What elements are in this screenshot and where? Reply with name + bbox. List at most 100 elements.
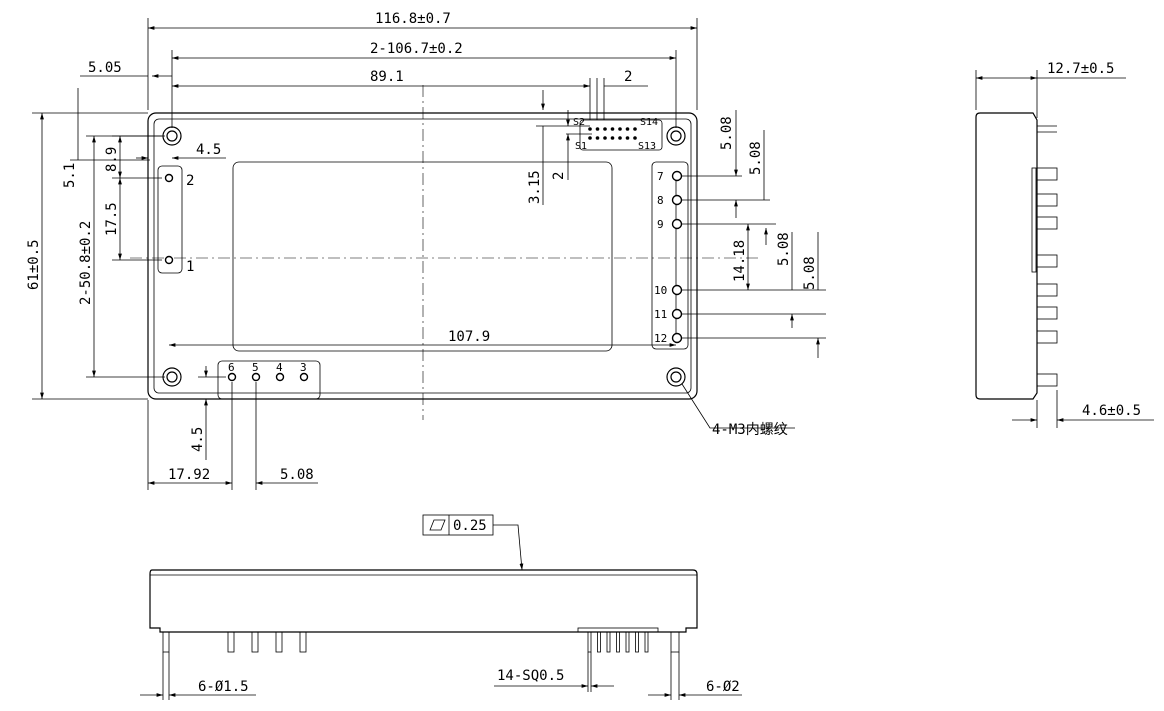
pin-1 <box>164 255 174 265</box>
signal-pin <box>633 127 637 131</box>
pin-group-right-outline <box>651 161 689 350</box>
pin-group-bottom-outline <box>217 360 321 400</box>
dim-height: 61±0.5 <box>26 239 42 290</box>
signal-connector-outline <box>579 119 663 151</box>
dim-pin-dia-a: 6-Ø1.5 <box>198 679 249 695</box>
signal-pin <box>610 136 615 140</box>
signal-pin <box>625 136 630 140</box>
dim-spacing-17-5: 17.5 <box>104 202 120 236</box>
dim-offset-8-9: 8.9 <box>104 147 120 172</box>
signal-pin-s13-label: S13 <box>638 141 656 152</box>
dim-signal-square: 14-SQ0.5 <box>497 668 564 684</box>
dim-pin-length: 4.6±0.5 <box>1082 403 1141 419</box>
signal-pin-lead <box>616 631 620 653</box>
dim-signal-pitch: 2 <box>624 69 632 85</box>
signal-pin-array <box>588 127 637 140</box>
pin-6 <box>227 372 237 382</box>
signal-pin <box>618 136 622 140</box>
module-outline <box>147 112 698 400</box>
signal-pin <box>588 127 592 131</box>
module-inner-outline <box>153 118 692 394</box>
front-view-power-pins <box>162 631 680 653</box>
signal-pin-s2-label: S2 <box>573 117 585 128</box>
label-window <box>232 161 613 352</box>
pin-4-label: 4 <box>276 361 283 374</box>
signal-pin <box>633 136 637 140</box>
dim-pin-pitch-a: 5.08 <box>719 116 735 150</box>
dim-pin-span: 14.18 <box>732 240 748 282</box>
pin-2 <box>164 173 174 183</box>
flatness-value: 0.25 <box>453 518 487 534</box>
side-view: 12.7±0.5 4.6±0.5 <box>975 61 1154 428</box>
front-view-signal-pins <box>587 631 649 653</box>
pin-2-label: 2 <box>186 173 194 189</box>
pin-7-label: 7 <box>657 170 664 183</box>
dim-pin-dia-b: 6-Ø2 <box>706 679 740 695</box>
signal-pin <box>603 136 607 140</box>
mounting-hole-bottom-left <box>162 367 182 387</box>
dim-hole-vert-pitch: 2-50.8±0.2 <box>78 221 94 305</box>
top-view-dimensions: 116.8±0.7 2-106.7±0.2 89.1 2 5.05 61±0.5… <box>26 11 826 490</box>
mounting-hole-bottom-right <box>666 367 686 387</box>
pin-10 <box>671 284 683 296</box>
signal-pin <box>603 127 607 131</box>
pin-4 <box>275 372 285 382</box>
signal-pin-s1-label: S1 <box>575 141 587 152</box>
dim-depth: 12.7±0.5 <box>1047 61 1114 77</box>
mounting-hole-top-left <box>162 126 182 146</box>
dim-inner-width: 107.9 <box>448 329 490 345</box>
dim-pin-pitch-b: 5.08 <box>748 141 764 175</box>
pin-9-label: 9 <box>657 218 664 231</box>
signal-pin <box>625 127 630 131</box>
signal-pin <box>610 127 615 131</box>
signal-pin-lead <box>606 631 611 653</box>
dim-overall-width: 116.8±0.7 <box>375 11 451 27</box>
signal-pin-lead <box>644 631 649 653</box>
dim-edge-4-5-bottom: 4.5 <box>190 427 206 452</box>
pin-8-label: 8 <box>657 194 664 207</box>
pin-7 <box>671 170 683 182</box>
pin-8 <box>671 194 683 206</box>
dim-pin-pitch-d: 5.08 <box>802 256 818 290</box>
dim-left-margin: 5.05 <box>88 60 122 76</box>
top-view: 2 1 6 5 4 3 7 8 9 10 11 12 S2 S1 S14 S13 <box>130 85 795 438</box>
dim-offset-5-1: 5.1 <box>62 163 78 188</box>
dim-pin-pitch-c: 5.08 <box>776 232 792 266</box>
front-view: 0.25 6-Ø1.5 14-SQ0.5 6-Ø2 <box>140 514 742 700</box>
pin-5 <box>251 372 261 382</box>
pin-12 <box>671 332 683 344</box>
dim-hole-pitch: 2-106.7±0.2 <box>370 41 463 57</box>
thread-leader <box>681 383 795 429</box>
signal-pin-s14-label: S14 <box>640 117 658 128</box>
mounting-hole-top-right <box>666 126 686 146</box>
signal-pin-lead <box>587 631 592 653</box>
signal-pin-lead <box>597 631 601 653</box>
pin-9 <box>671 218 683 230</box>
dim-signal-vert-a: 3.15 <box>527 170 543 204</box>
pin-10-label: 10 <box>654 284 667 297</box>
signal-pin <box>588 136 592 140</box>
dim-signal-offset: 89.1 <box>370 69 404 85</box>
pin-1-label: 1 <box>186 259 194 275</box>
pin-11-label: 11 <box>654 308 667 321</box>
dim-bottom-offset: 17.92 <box>168 467 210 483</box>
pin-3-label: 3 <box>300 361 307 374</box>
signal-pin <box>595 136 600 140</box>
dim-signal-vert-b: 2 <box>551 172 567 180</box>
pin-12-label: 12 <box>654 332 667 345</box>
pin-5-label: 5 <box>252 361 259 374</box>
dim-bottom-pitch: 5.08 <box>280 467 314 483</box>
dim-edge-4-5-top: 4.5 <box>196 142 221 158</box>
signal-pin-lead <box>635 631 639 653</box>
side-view-pins <box>1036 167 1058 387</box>
thread-note: 4-M3内螺纹 <box>712 422 788 438</box>
signal-pin <box>618 127 622 131</box>
pin-group-left-outline <box>157 165 183 274</box>
pin-11 <box>671 308 683 320</box>
pin-3 <box>299 372 309 382</box>
signal-pin-lead <box>625 631 630 653</box>
pin-6-label: 6 <box>228 361 235 374</box>
signal-pin <box>595 127 600 131</box>
flatness-icon <box>429 519 446 531</box>
